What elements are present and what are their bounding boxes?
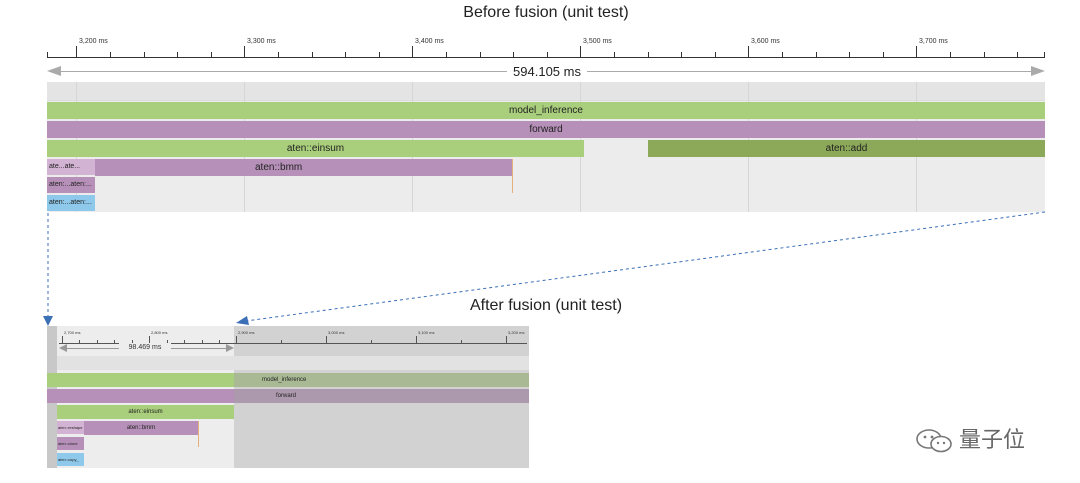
bar-einsum[interactable]: aten::einsum — [57, 405, 234, 419]
arrow-down-icon — [43, 316, 53, 326]
ruler-label: 3,400 ms — [415, 38, 444, 45]
title-before-fusion: Before fusion (unit test) — [463, 4, 629, 21]
bar-small-op-1[interactable]: ate...ate... — [47, 159, 95, 175]
top-duration-span: 594.105 ms — [47, 64, 1045, 79]
bottom-trace-track: 2,700 ms 2,800 ms 2,900 ms 3,000 ms 3,10… — [47, 326, 529, 468]
watermark: 量子位 — [915, 422, 1025, 454]
bar-bmm[interactable]: aten::bmm — [84, 421, 198, 435]
bar-small-op-3[interactable]: aten::copy_ — [57, 453, 84, 466]
ruler-label: 3,700 ms — [919, 38, 948, 45]
bar-model-inference[interactable]: model_inference — [234, 373, 529, 387]
bar-einsum[interactable]: aten::einsum — [47, 140, 584, 157]
bar-forward[interactable]: forward — [234, 389, 529, 403]
wechat-icon — [916, 429, 952, 453]
bottom-duration-label: 98.469 ms — [119, 343, 171, 353]
bar-model-inference-fused[interactable] — [47, 373, 234, 387]
ruler-label: 3,200 ms — [508, 330, 525, 335]
bottom-timeline-ruler: 2,700 ms 2,800 ms 2,900 ms 3,000 ms 3,10… — [59, 330, 527, 344]
arrow-left-icon — [59, 344, 67, 352]
bar-model-inference[interactable]: model_inference — [47, 102, 1045, 119]
watermark-text: 量子位 — [959, 427, 1026, 452]
arrow-left-icon — [47, 66, 61, 76]
top-trace-track: model_inference forward aten::einsum ate… — [47, 82, 1045, 212]
bar-bmm[interactable]: aten::bmm — [95, 159, 512, 176]
title-after-fusion: After fusion (unit test) — [469, 297, 623, 314]
ruler-label: 3,200 ms — [79, 38, 108, 45]
bar-forward-fused[interactable] — [47, 389, 234, 403]
ruler-label: 3,100 ms — [418, 330, 435, 335]
bar-small-op-2[interactable]: aten::clone — [57, 437, 84, 450]
top-duration-label: 594.105 ms — [507, 64, 587, 79]
ruler-label: 3,600 ms — [751, 38, 780, 45]
bar-small-op-1[interactable]: aten::reshape — [57, 421, 84, 434]
ruler-label: 2,700 ms — [64, 330, 81, 335]
bottom-duration-span: 98.469 ms — [59, 343, 234, 353]
ruler-label: 2,800 ms — [151, 330, 168, 335]
ruler-label: 3,500 ms — [583, 38, 612, 45]
arrow-right-icon — [1031, 66, 1045, 76]
arrow-left-icon — [236, 316, 249, 325]
top-timeline-ruler: 3,200 ms 3,300 ms 3,400 ms 3,500 ms 3,60… — [47, 38, 1045, 58]
bar-small-op-3[interactable]: aten:...aten:... — [47, 195, 95, 211]
ruler-label: 3,300 ms — [247, 38, 276, 45]
ruler-label: 2,900 ms — [238, 330, 255, 335]
bar-small-op-2[interactable]: aten:...aten:... — [47, 177, 95, 193]
bar-add[interactable]: aten::add — [648, 140, 1045, 157]
arrow-right-icon — [226, 344, 234, 352]
ruler-label: 3,000 ms — [328, 330, 345, 335]
bar-forward[interactable]: forward — [47, 121, 1045, 138]
